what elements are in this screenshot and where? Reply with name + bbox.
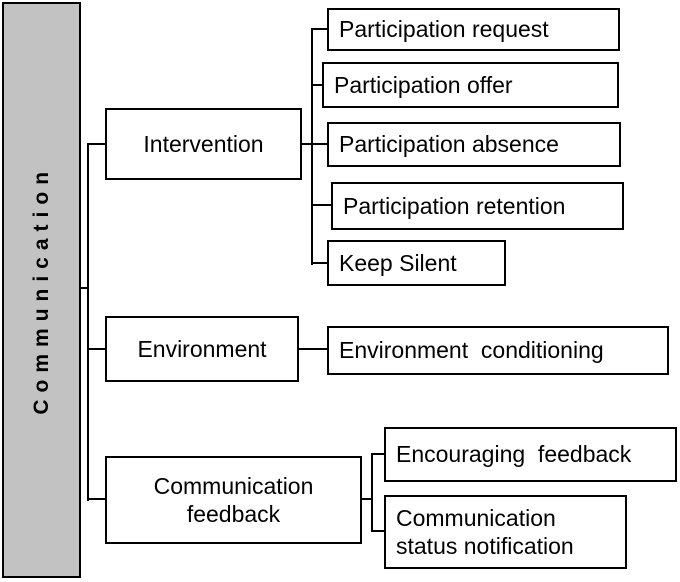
environment-conditioning-line — [297, 348, 327, 350]
leaf-participation-retention-node: Participation retention — [331, 182, 624, 230]
branch-communication-feedback-node: Communication feedback — [105, 456, 362, 544]
leaf-encouraging-feedback-node: Encouraging feedback — [384, 427, 677, 482]
intervention-children-trunk-line — [311, 28, 313, 265]
leaf-encouraging-feedback-label: Encouraging feedback — [396, 441, 632, 468]
left-trunk-line — [87, 143, 89, 501]
participation-absence-line — [311, 143, 327, 145]
root-node: Communication — [2, 2, 81, 578]
intervention-branch-line — [87, 143, 105, 145]
branch-environment-label: Environment — [137, 335, 267, 362]
leaf-participation-request-label: Participation request — [339, 16, 549, 43]
leaf-participation-request-node: Participation request — [327, 8, 620, 51]
leaf-participation-offer-node: Participation offer — [322, 62, 619, 108]
branch-intervention-node: Intervention — [105, 108, 302, 180]
root-connector-line — [79, 287, 89, 289]
status-notification-line — [371, 530, 384, 532]
branch-intervention-label: Intervention — [143, 130, 264, 157]
leaf-participation-absence-label: Participation absence — [339, 131, 559, 158]
feedback-children-connector — [359, 498, 373, 500]
environment-branch-line — [87, 348, 105, 350]
leaf-environment-conditioning-node: Environment conditioning — [327, 326, 669, 375]
participation-offer-line — [311, 84, 322, 86]
feedback-children-trunk-line — [371, 453, 373, 532]
leaf-participation-offer-label: Participation offer — [334, 71, 513, 98]
leaf-keep-silent-label: Keep Silent — [339, 249, 457, 276]
leaf-environment-conditioning-label: Environment conditioning — [339, 337, 604, 364]
keep-silent-line — [311, 262, 327, 264]
encouraging-feedback-line — [371, 453, 384, 455]
participation-request-line — [311, 28, 327, 30]
root-node-label: Communication — [29, 165, 53, 415]
branch-environment-node: Environment — [105, 316, 299, 382]
leaf-communication-status-notification-label: Communication status notification — [396, 504, 574, 559]
branch-communication-feedback-label: Communication feedback — [153, 472, 314, 527]
participation-retention-line — [311, 204, 331, 206]
leaf-participation-retention-label: Participation retention — [343, 192, 566, 219]
intervention-children-connector — [299, 143, 313, 145]
feedback-branch-line — [87, 498, 105, 500]
leaf-keep-silent-node: Keep Silent — [327, 240, 506, 286]
leaf-communication-status-notification-node: Communication status notification — [384, 495, 627, 569]
leaf-participation-absence-node: Participation absence — [327, 122, 621, 167]
